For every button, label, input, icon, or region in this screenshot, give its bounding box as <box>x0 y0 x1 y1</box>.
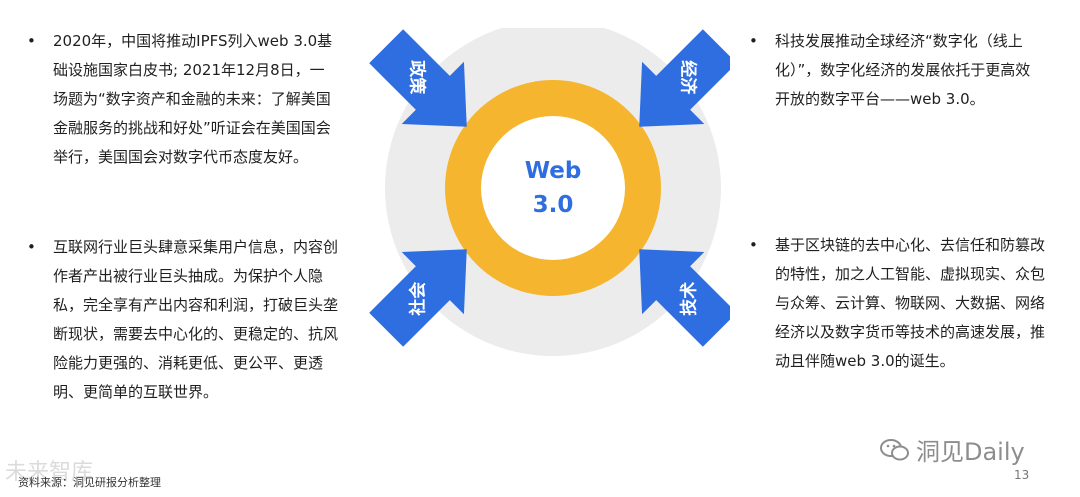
right-bullet-1-text: 科技发展推动全球经济“数字化（线上化）”，数字化经济的发展依托于更高效开放的数字… <box>775 32 1031 108</box>
arrow-policy-label: 政策 <box>406 60 427 95</box>
source-note: 资料来源：洞见研报分析整理 <box>18 476 161 489</box>
wechat-icon <box>880 438 910 468</box>
bullet-dot: • <box>27 32 36 50</box>
right-bullet-2-text: 基于区块链的去中心化、去信任和防篡改的特性，加之人工智能、虚拟现实、众包与众筹、… <box>775 236 1046 370</box>
center-label-web: Web <box>525 158 582 184</box>
inner-circle <box>481 116 625 260</box>
right-bullet-1: • 科技发展推动全球经济“数字化（线上化）”，数字化经济的发展依托于更高效开放的… <box>749 27 1045 114</box>
arrow-technology-label: 技术 <box>679 282 700 316</box>
arrow-policy: 政策 <box>369 29 467 127</box>
bullet-dot: • <box>27 238 36 256</box>
watermark-right: 洞见Daily <box>880 432 1025 468</box>
center-label-version: 3.0 <box>533 192 574 218</box>
arrow-economy-label: 经济 <box>678 60 699 95</box>
arrow-society: 社会 <box>369 249 467 347</box>
page-number: 13 <box>1014 468 1030 482</box>
bullet-dot: • <box>749 236 758 254</box>
web3-driver-diagram: Web 3.0 政策 经济 社会 技术 <box>369 28 730 356</box>
arrow-society-label: 社会 <box>407 282 428 317</box>
watermark-right-text: 洞见Daily <box>916 438 1025 466</box>
bullet-dot: • <box>749 32 758 50</box>
left-bullet-2-text: 互联网行业巨头肆意采集用户信息，内容创作者产出被行业巨头抽成。为保护个人隐私，完… <box>53 238 339 401</box>
left-bullet-1: • 2020年，中国将推动IPFS列入web 3.0基础设施国家白皮书; 202… <box>27 27 338 172</box>
right-bullet-2: • 基于区块链的去中心化、去信任和防篡改的特性，加之人工智能、虚拟现实、众包与众… <box>749 231 1046 376</box>
arrow-technology: 技术 <box>639 249 730 347</box>
left-bullet-1-text: 2020年，中国将推动IPFS列入web 3.0基础设施国家白皮书; 2021年… <box>53 32 333 166</box>
watermark-left: 未来智库 <box>5 460 94 485</box>
arrow-economy: 经济 <box>639 29 730 127</box>
left-bullet-2: • 互联网行业巨头肆意采集用户信息，内容创作者产出被行业巨头抽成。为保护个人隐私… <box>27 233 339 407</box>
